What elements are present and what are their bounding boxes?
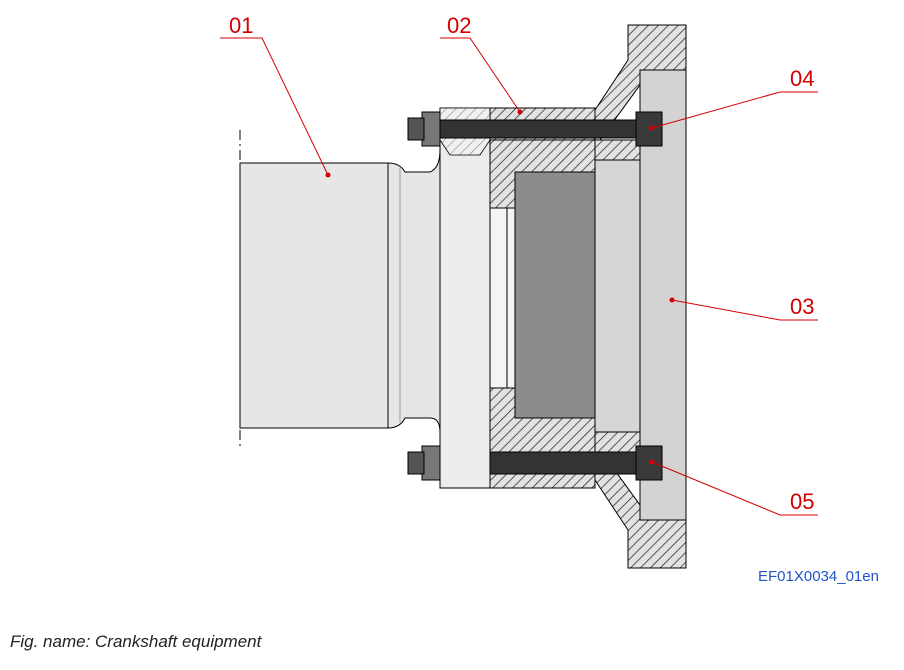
upper-bolt [407, 111, 663, 147]
callout-04: 04 [790, 66, 814, 91]
hub-flange [594, 24, 687, 569]
callout-01: 01 [229, 13, 253, 38]
adapter-inner-ring [489, 207, 516, 389]
leader-04 [651, 91, 818, 129]
callout-02: 02 [447, 13, 471, 38]
callout-05: 05 [790, 489, 814, 514]
leader-02 [440, 37, 521, 113]
drawing-reference-code: EF01X0034_01en [758, 568, 879, 585]
adapter-bore [514, 171, 596, 419]
lower-bolt [407, 445, 663, 481]
callout-leaders [220, 37, 818, 516]
callout-dots [325, 109, 675, 465]
leader-01 [220, 37, 329, 176]
figure-caption: Fig. name: Crankshaft equipment [10, 632, 262, 651]
leader-03 [671, 299, 818, 321]
leader-05 [651, 461, 818, 516]
crankshaft-flange [439, 107, 491, 489]
crankshaft [239, 149, 441, 433]
callout-03: 03 [790, 294, 814, 319]
